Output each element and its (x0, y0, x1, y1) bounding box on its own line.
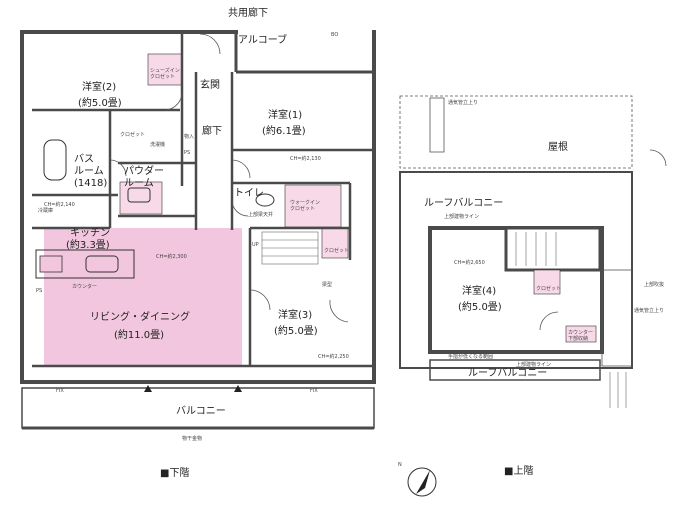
upper-counter (565, 325, 597, 343)
room2-label: 洋室(2) (82, 80, 116, 93)
sink (85, 255, 119, 273)
balcony-label: バルコニー (176, 405, 226, 417)
basin (127, 187, 151, 203)
upper-stair-lines (515, 232, 557, 266)
lower-floor: 共用廊下 アルコーブ BO 洋室(2) (約5.0畳) シューズインクロゼット … (20, 6, 376, 479)
compass-n: N (398, 462, 402, 468)
roof-balcony-bottom: ルーフバルコニー (468, 367, 547, 379)
room1-label: 洋室(1) (268, 108, 302, 121)
kitchen-label: キッチン (70, 227, 110, 239)
roof-outline (399, 95, 633, 169)
building-line-1: 上部建物ライン (444, 213, 479, 220)
stove (39, 255, 63, 273)
bo-label: BO (331, 32, 338, 38)
upper-floor: 屋根 ルーフバルコニー ルーフバルコニー 洋室(4) (約5.0畳) クロゼット (399, 95, 667, 477)
window-marker-1 (144, 385, 152, 392)
compass: N (398, 462, 437, 497)
walkin-highlight (284, 184, 342, 228)
roof-label: 屋根 (548, 140, 568, 153)
window-marker-2 (234, 385, 242, 392)
upper-floor-label: ■上階 (504, 465, 533, 477)
bath-label: バスルーム(1418) (74, 153, 107, 189)
kitchen-counter (35, 249, 135, 279)
living-size: (約11.0畳) (114, 328, 164, 341)
counter-label: カウンター (72, 283, 97, 290)
room4-label: 洋室(4) (462, 284, 496, 297)
roof-balcony-top: ルーフバルコニー (424, 197, 503, 209)
room2-size: (約5.0畳) (78, 96, 122, 109)
ceiling-label-3: CH=約2,250 (318, 353, 349, 360)
room4-door (539, 311, 559, 331)
lower-floor-label: ■下階 (160, 467, 189, 479)
note-right: 通気管立上り (634, 307, 664, 314)
shoe-closet-label: シューズインクロゼット (150, 67, 180, 80)
room4-closet (533, 269, 561, 295)
exterior-stair-lines (609, 372, 627, 408)
note-top: 通気管立上り (448, 99, 478, 106)
dryer-label: 物干金物 (182, 435, 202, 442)
closet-label-3: クロゼット (324, 247, 349, 254)
room3-size: (約5.0畳) (274, 324, 318, 337)
upper-counter-label: カウンター下部収納 (568, 329, 593, 342)
storage-label: 物入 (184, 133, 194, 140)
door-swings (109, 33, 349, 323)
fix-label-1: FIX (56, 388, 64, 394)
bottom-balcony (429, 359, 601, 381)
hallway-label: 廊下 (202, 124, 222, 137)
powder-label: パウダールーム (124, 164, 164, 189)
room3-label: 洋室(3) (278, 308, 312, 321)
upper-door (649, 149, 667, 167)
kitchen-size: (約3.3畳) (66, 238, 110, 251)
skylight-label: 上部吹抜 (644, 281, 664, 288)
stairs (261, 231, 319, 265)
ps-label-2: PS (184, 150, 190, 156)
room4-size: (約5.0畳) (458, 300, 502, 313)
building-line-2: 上部建物ライン (516, 361, 551, 368)
entrance-label: 玄関 (200, 78, 220, 91)
ceiling-label-4: CH=約2,140 (44, 201, 75, 208)
outer-wall (20, 30, 376, 384)
alcove-label: アルコーブ (238, 33, 287, 46)
stairs-label: UP (252, 242, 259, 248)
ceiling-label-2: CH=約2,300 (156, 253, 187, 260)
upper-closet-label: クロゼット (536, 285, 561, 292)
fridge-label: 冷蔵庫 (38, 207, 53, 214)
right-exterior (601, 269, 633, 367)
closet-label-1: クロゼット (120, 131, 145, 138)
walkin-label: ウォークインクロゼット (290, 199, 320, 212)
wash-label: 洗濯機 (150, 141, 165, 148)
ceiling-label-1: CH=約2,130 (290, 155, 321, 162)
toilet-label: トイレ (234, 188, 264, 199)
room1-size: (約6.1畳) (262, 124, 306, 137)
powder-highlight (119, 181, 163, 215)
closet3-highlight (321, 227, 349, 259)
shoe-closet-highlight (147, 53, 183, 86)
corridor-clear (238, 28, 372, 70)
vent-top (429, 97, 445, 153)
beam-label: 梁型 (322, 281, 332, 288)
upper-stairs (504, 226, 602, 272)
slope-label: 上部梁天井 (248, 211, 273, 218)
hand-rail-note: 手摺が低くなる範囲 (448, 353, 493, 360)
living-label: リビング・ダイニング (90, 310, 190, 323)
living-highlight (44, 228, 242, 366)
bathtub (43, 139, 67, 181)
toilet-bowl (255, 193, 275, 207)
upper-ceiling: CH=約2,650 (454, 259, 485, 266)
fix-label-2: FIX (310, 388, 318, 394)
corridor-label: 共用廊下 (228, 6, 268, 19)
ps-label-1: PS (36, 288, 42, 294)
